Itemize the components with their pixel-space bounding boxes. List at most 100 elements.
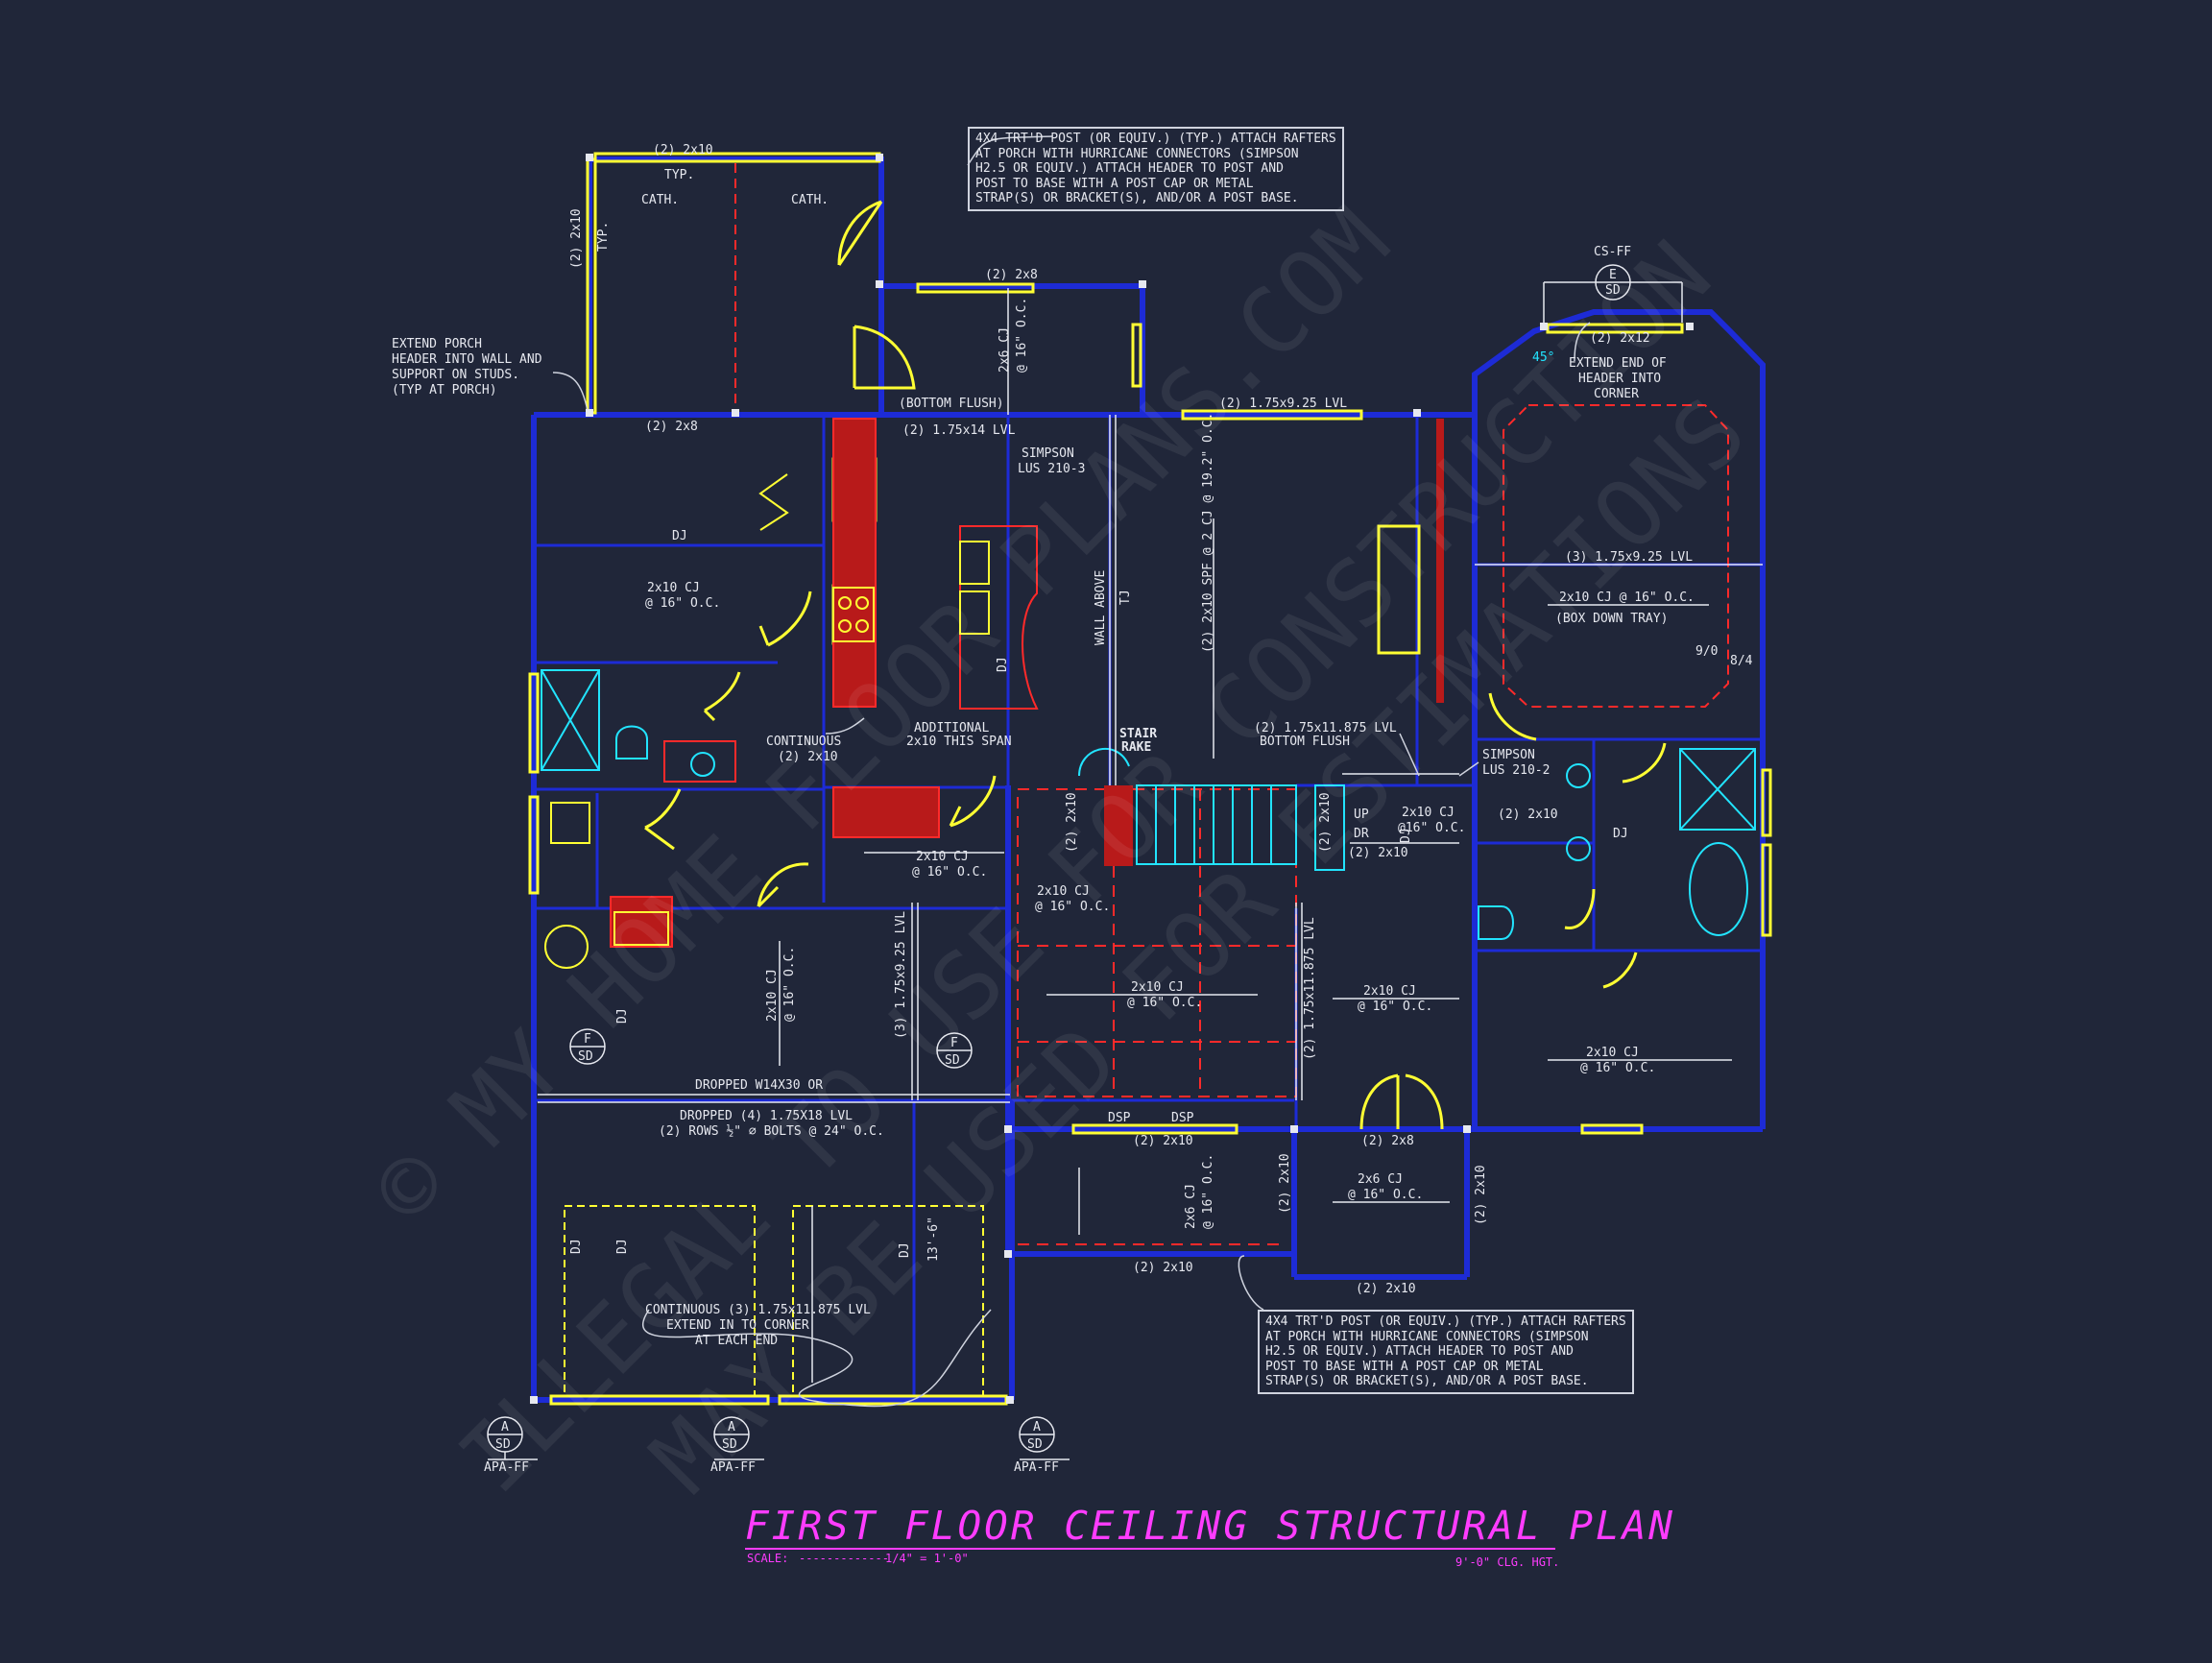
- label-hdr-side-right: (2) 2x10: [1474, 1165, 1488, 1225]
- label-cath-left: CATH.: [641, 193, 679, 207]
- label-extend-end-1: EXTEND END OF: [1569, 356, 1667, 371]
- post-markers: [530, 154, 1694, 1404]
- label-tray-8-4: 8/4: [1730, 654, 1753, 668]
- label-lvl-175x14: (2) 1.75x14 LVL: [902, 423, 1016, 438]
- label-extend-porch-2: HEADER INTO WALL AND: [392, 352, 542, 367]
- label-hdr-front-a: (2) 2x10: [1133, 1134, 1193, 1148]
- label-dsp-2: DSP: [1171, 1111, 1194, 1125]
- label-cath-right: CATH.: [791, 193, 829, 207]
- porch-note-bottom: 4X4 TRT'D POST (OR EQUIV.) (TYP.) ATTACH…: [1258, 1310, 1634, 1394]
- label-ff-sd: SD: [1605, 283, 1621, 298]
- scale-dashes: -------------: [799, 1552, 889, 1565]
- label-typ-left: TYP.: [596, 222, 611, 252]
- label-cj-bed2-2: @ 16" O.C.: [1580, 1061, 1655, 1075]
- leader-lines: [552, 135, 1591, 1408]
- section-a-mid-apa: APA-FF: [710, 1460, 756, 1475]
- label-garage-cont-3: AT EACH END: [695, 1334, 778, 1348]
- label-lvl-175x925: (2) 1.75x9.25 LVL: [1219, 397, 1347, 411]
- label-typ-top: TYP.: [664, 168, 694, 182]
- label-up: UP: [1354, 807, 1369, 822]
- door-swings: [644, 200, 1667, 1130]
- label-cj-up-1: 2x10 CJ: [1402, 806, 1455, 820]
- label-cj-up-2: @16" O.C.: [1398, 821, 1465, 835]
- label-cj-left-1: 2x10 CJ: [647, 581, 700, 595]
- label-sd-f-right-1: F: [950, 1036, 958, 1050]
- label-nook-cj-1: 2x6 CJ: [998, 327, 1012, 373]
- label-sd-f-right-2: SD: [945, 1053, 960, 1068]
- label-cj-dining-1: 2x10 CJ: [1131, 980, 1184, 995]
- label-simpson-lus2-2: LUS 210-2: [1482, 763, 1550, 778]
- section-a-left-apa: APA-FF: [484, 1460, 529, 1475]
- label-master-cj: 2x10 CJ @ 16" O.C.: [1559, 590, 1695, 605]
- label-nook-header: (2) 2x8: [985, 268, 1038, 282]
- label-dj-right: DJ: [1613, 827, 1628, 841]
- section-a-left-letter: A: [501, 1420, 509, 1434]
- label-stair-rake-1: STAIR: [1119, 727, 1157, 741]
- label-nook-cj-2: @ 16" O.C.: [1015, 298, 1029, 373]
- structural-cutouts: [610, 163, 1729, 1245]
- label-lvl-3-175x925-v: (3) 1.75x9.25 LVL: [894, 911, 908, 1039]
- label-extend-end-3: CORNER: [1594, 387, 1639, 401]
- label-hdr-2x10-mid: (2) 2x10: [1348, 846, 1408, 860]
- label-cj-dining-2: @ 16" O.C.: [1127, 996, 1202, 1010]
- kitchen-fixtures: [544, 473, 990, 969]
- label-dropped-2: DROPPED (4) 1.75X18 LVL: [680, 1109, 853, 1123]
- label-simpson-lus-2: LUS 210-3: [1018, 462, 1085, 476]
- label-porch-header-top: (2) 2x10: [653, 143, 713, 157]
- label-extend-end-2: HEADER INTO: [1578, 372, 1661, 386]
- label-dr: DR: [1354, 827, 1369, 841]
- label-garage-cont-1: CONTINUOUS (3) 1.75x11.875 LVL: [645, 1303, 871, 1317]
- label-master-lvl: (3) 1.75x9.25 LVL: [1565, 550, 1693, 565]
- section-markers: [487, 264, 1683, 1460]
- scale-value: 1/4" = 1'-0": [885, 1552, 969, 1565]
- label-lvl-11875-2: BOTTOM FLUSH: [1260, 735, 1350, 749]
- label-sd-f-left-2: SD: [578, 1049, 593, 1064]
- label-dj-g2: DJ: [569, 1239, 584, 1254]
- label-dj-kitchen: DJ: [996, 657, 1010, 672]
- label-cj-porch-1: 2x6 CJ: [1184, 1184, 1198, 1229]
- label-cj-bed3-1: 2x6 CJ: [1358, 1172, 1403, 1187]
- label-porch-header-left: (2) 2x10: [569, 208, 584, 269]
- section-a-right-letter: A: [1033, 1420, 1041, 1434]
- label-box-down: (BOX DOWN TRAY): [1555, 612, 1668, 626]
- label-hdr-2x10-right: (2) 2x10: [1498, 807, 1558, 822]
- label-cj-bed3-2: @ 16" O.C.: [1348, 1188, 1423, 1202]
- plan-labels: (2) 2x10 TYP. CATH. CATH. (2) 2x10 TYP. …: [392, 143, 1753, 1475]
- label-sd-f-left-1: F: [584, 1032, 591, 1047]
- label-continuous-1: CONTINUOUS: [766, 735, 841, 749]
- label-stair-rake-2: RAKE: [1121, 740, 1151, 755]
- plan-title: FIRST FLOOR CEILING STRUCTURAL PLAN: [745, 1503, 1675, 1549]
- label-dj-g3: DJ: [615, 1239, 630, 1254]
- label-dj-g4: DJ: [898, 1242, 912, 1258]
- bath-fixtures: [541, 669, 1756, 940]
- section-a-left-sd: SD: [495, 1437, 511, 1452]
- label-wall-above: WALL ABOVE: [1094, 570, 1108, 645]
- label-dj-g5: DJ: [1399, 828, 1413, 843]
- section-a-mid-sd: SD: [722, 1437, 737, 1452]
- label-extend-porch-4: (TYP AT PORCH): [392, 383, 497, 398]
- label-dropped-1: DROPPED W14X30 OR: [695, 1078, 823, 1093]
- label-additional-2: 2x10 THIS SPAN: [906, 735, 1012, 749]
- section-a-mid-letter: A: [728, 1420, 735, 1434]
- label-cj-laundry-1: 2x10 CJ: [916, 850, 969, 864]
- label-extend-porch-1: EXTEND PORCH: [392, 337, 482, 351]
- label-cj-bed-1: 2x10 CJ: [1363, 984, 1416, 999]
- label-dropped-3: (2) ROWS ½" ⌀ BOLTS @ 24" O.C.: [659, 1124, 884, 1139]
- label-dj-1: DJ: [672, 529, 687, 543]
- label-hdr-front-b: (2) 2x8: [1361, 1134, 1414, 1148]
- label-additional-1: ADDITIONAL: [914, 721, 989, 735]
- label-cj-hall-1: 2x10 CJ: [1037, 884, 1090, 899]
- label-dj-g1: DJ: [615, 1008, 630, 1024]
- label-hdr-side-left: (2) 2x10: [1278, 1153, 1292, 1214]
- label-garage-h: 13'-6": [926, 1217, 941, 1262]
- garage-dashed: [564, 1205, 984, 1397]
- label-ff-cs: CS-FF: [1594, 245, 1631, 259]
- label-ff-e: E: [1609, 268, 1617, 282]
- scale-label: SCALE:: [747, 1552, 789, 1565]
- ceiling-height: 9'-0" CLG. HGT.: [1455, 1555, 1560, 1569]
- label-hdr-2x10-stair-a: (2) 2x10: [1065, 792, 1079, 853]
- title-underline: [745, 1548, 1555, 1550]
- label-dsp-1: DSP: [1108, 1111, 1131, 1125]
- stairs: [1078, 748, 1345, 871]
